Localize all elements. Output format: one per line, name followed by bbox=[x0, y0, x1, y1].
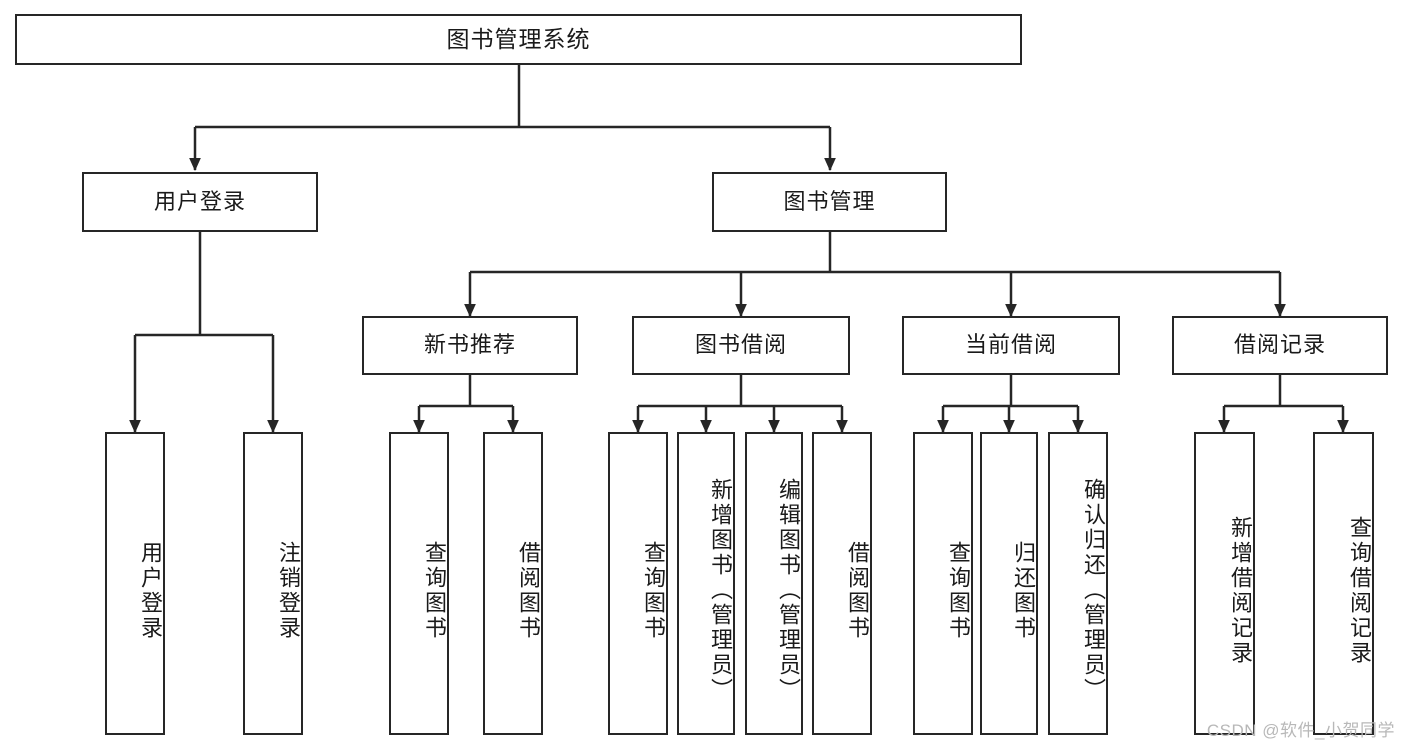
node-leaf-edit-book-admin[interactable]: 编辑图书（管理员） bbox=[745, 432, 803, 735]
node-label: 归还图书 bbox=[1011, 540, 1036, 641]
node-label: 图书管理系统 bbox=[446, 25, 591, 52]
node-leaf-query-book-2[interactable]: 查询图书 bbox=[608, 432, 668, 735]
node-label: 注销登录 bbox=[276, 540, 301, 641]
node-borrow-record[interactable]: 借阅记录 bbox=[1172, 316, 1388, 375]
node-label: 查询图书 bbox=[641, 540, 666, 641]
node-leaf-query-borrow-record[interactable]: 查询借阅记录 bbox=[1313, 432, 1374, 735]
node-book-management[interactable]: 图书管理 bbox=[712, 172, 947, 232]
node-label: 用户登录 bbox=[138, 540, 163, 641]
node-book-borrow[interactable]: 图书借阅 bbox=[632, 316, 850, 375]
node-label: 查询图书 bbox=[946, 540, 971, 641]
node-leaf-borrow-book-1[interactable]: 借阅图书 bbox=[483, 432, 543, 735]
node-leaf-user-login[interactable]: 用户登录 bbox=[105, 432, 165, 735]
node-root-book-management-system[interactable]: 图书管理系统 bbox=[15, 14, 1022, 65]
node-label: 查询借阅记录 bbox=[1347, 515, 1372, 666]
node-leaf-query-book-3[interactable]: 查询图书 bbox=[913, 432, 973, 735]
watermark-text: CSDN @软件_小贺同学 bbox=[1206, 721, 1395, 740]
node-label: 确认归还（管理员） bbox=[1081, 478, 1106, 703]
node-label: 查询图书 bbox=[422, 540, 447, 641]
node-leaf-logout-login[interactable]: 注销登录 bbox=[243, 432, 303, 735]
node-label: 新增图书（管理员） bbox=[708, 478, 733, 703]
node-leaf-add-borrow-record[interactable]: 新增借阅记录 bbox=[1194, 432, 1255, 735]
node-label: 图书借阅 bbox=[694, 332, 787, 358]
node-label: 编辑图书（管理员） bbox=[776, 478, 801, 703]
node-label: 借阅记录 bbox=[1233, 332, 1326, 358]
node-leaf-add-book-admin[interactable]: 新增图书（管理员） bbox=[677, 432, 735, 735]
node-leaf-query-book-1[interactable]: 查询图书 bbox=[389, 432, 449, 735]
node-leaf-return-book[interactable]: 归还图书 bbox=[980, 432, 1038, 735]
node-label: 图书管理 bbox=[783, 188, 876, 214]
node-new-book-recommend[interactable]: 新书推荐 bbox=[362, 316, 578, 375]
node-label: 新增借阅记录 bbox=[1228, 515, 1253, 666]
node-user-login[interactable]: 用户登录 bbox=[82, 172, 318, 232]
node-label: 新书推荐 bbox=[423, 332, 516, 358]
node-label: 当前借阅 bbox=[964, 332, 1057, 358]
node-label: 借阅图书 bbox=[845, 540, 870, 641]
node-label: 借阅图书 bbox=[516, 540, 541, 641]
node-label: 用户登录 bbox=[153, 188, 246, 214]
node-leaf-confirm-return-admin[interactable]: 确认归还（管理员） bbox=[1048, 432, 1108, 735]
node-leaf-borrow-book-2[interactable]: 借阅图书 bbox=[812, 432, 872, 735]
node-current-borrow[interactable]: 当前借阅 bbox=[902, 316, 1120, 375]
